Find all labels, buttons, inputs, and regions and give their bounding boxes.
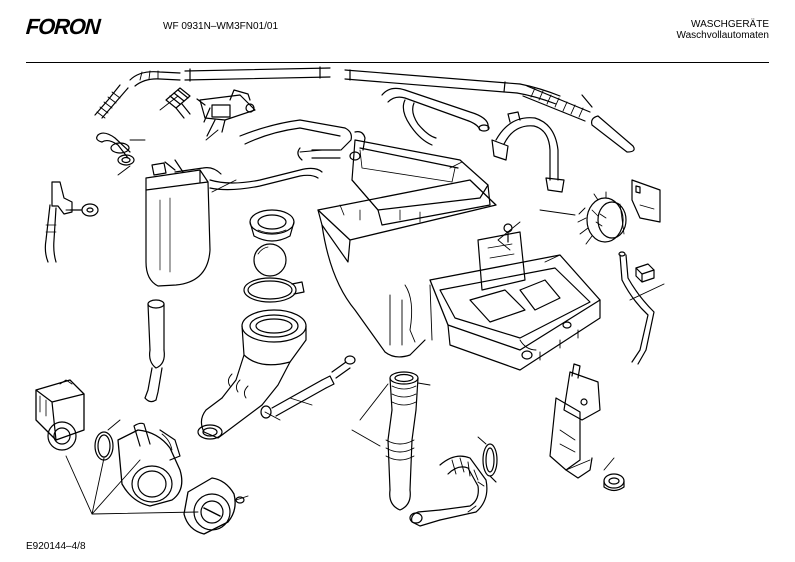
sump-housing xyxy=(198,310,306,439)
hose-clamp-ring xyxy=(244,278,304,302)
dispenser-housing xyxy=(318,140,496,357)
hose-clamp-left xyxy=(111,143,134,165)
pressure-switch-right xyxy=(578,192,626,244)
pump-housing xyxy=(118,423,182,506)
category-line-2: Waschvollautomaten xyxy=(676,30,769,41)
dispenser-drawer xyxy=(430,224,600,370)
model-number: WF 0931N–WM3FN01/01 xyxy=(163,21,279,32)
float-ball xyxy=(254,244,286,276)
connecting-hose-left xyxy=(210,168,322,189)
corrugated-elbow-hose xyxy=(410,456,487,526)
vertical-hose-left xyxy=(145,300,164,402)
hose-bracket-clip xyxy=(492,112,564,192)
tube-right xyxy=(619,252,654,364)
drawing-code: E920144–4/8 xyxy=(26,541,86,552)
valve-assembly xyxy=(197,90,255,136)
leader-lines xyxy=(66,96,664,514)
detergent-dispenser-tank xyxy=(146,160,221,286)
bellows-seal xyxy=(250,210,294,241)
side-connector-left xyxy=(45,182,98,262)
appliance-category: WASCHGERÄTE Waschvollautomaten xyxy=(677,19,769,41)
inlet-hose-corrugated xyxy=(95,71,180,118)
elbow-hose-left xyxy=(97,133,130,158)
grommet-right xyxy=(604,474,624,491)
seal-ring-left xyxy=(95,432,113,460)
standpipe-corrugated xyxy=(386,372,418,510)
nut-right xyxy=(636,264,654,282)
hose-clamp-right xyxy=(483,444,497,482)
right-corrugated-hose xyxy=(523,86,634,152)
drain-pipe-center xyxy=(261,376,334,418)
bellow-small xyxy=(166,88,190,118)
drain-stud xyxy=(332,356,355,378)
drain-pump-motor xyxy=(36,380,84,450)
hose-loop xyxy=(382,88,489,145)
category-line-1: WASCHGERÄTE xyxy=(691,19,769,30)
mounting-bracket-right xyxy=(632,180,660,222)
header-divider xyxy=(26,62,769,63)
top-drain-hose xyxy=(185,67,560,104)
filter-cap xyxy=(184,478,244,534)
hose-upper-middle xyxy=(240,120,365,160)
heater-bracket xyxy=(550,364,600,478)
